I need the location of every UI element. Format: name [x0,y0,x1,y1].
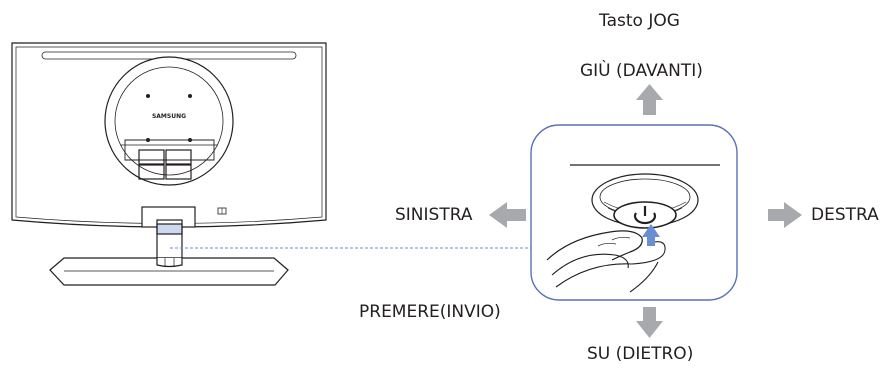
label-right: DESTRA [811,205,879,225]
label-press: PREMERE(INVIO) [359,302,501,322]
jog-button-closeup [546,164,720,293]
label-down: SU (DIETRO) [587,344,694,364]
arrow-down-icon [636,307,663,338]
label-up: GIÙ (DAVANTI) [580,61,703,81]
diagram-title: Tasto JOG [599,11,680,31]
press-arrow-icon [642,224,660,246]
arrow-left-icon [489,202,526,228]
monitor-rear-view [11,42,327,286]
monitor-brand: SAMSUNG [152,113,186,120]
arrow-right-icon [768,202,802,228]
label-left: SINISTRA [395,205,473,225]
arrow-up-icon [636,84,663,115]
